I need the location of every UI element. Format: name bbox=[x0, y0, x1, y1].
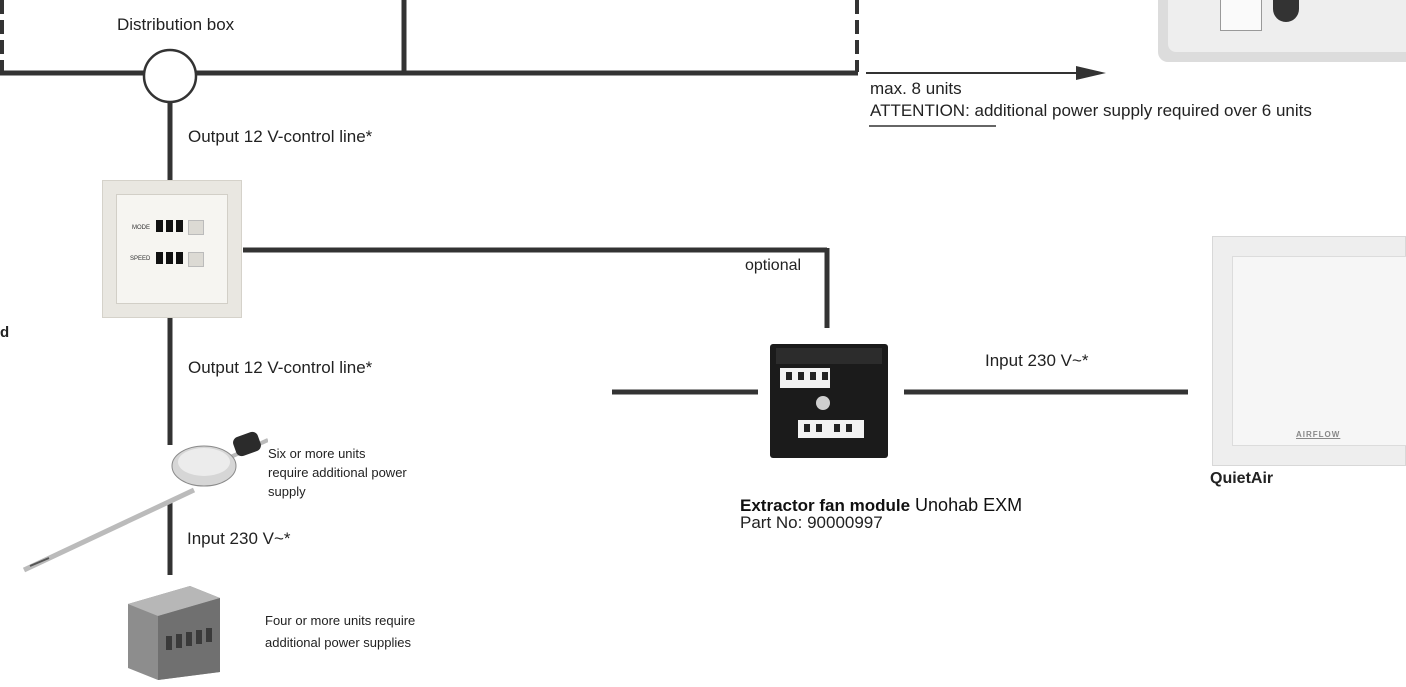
quietair-label: QuietAir bbox=[1210, 470, 1273, 488]
output-bottom-label: Output 12 V-control line* bbox=[188, 358, 372, 378]
distribution-box-circle bbox=[144, 50, 196, 102]
fan-unit-image-top bbox=[1158, 0, 1406, 62]
extractor-module-image bbox=[758, 328, 904, 466]
module-name: Unohab EXM bbox=[910, 495, 1022, 515]
units-arrow-head bbox=[1076, 66, 1106, 80]
attention-text: additional power supply required over 6 … bbox=[970, 101, 1312, 120]
distribution-box-label: Distribution box bbox=[117, 15, 234, 35]
four-units-line-2: additional power supplies bbox=[265, 632, 415, 654]
optional-label: optional bbox=[745, 257, 801, 275]
power-supply-image bbox=[120, 576, 230, 680]
six-units-line-3: supply bbox=[268, 482, 407, 501]
module-caption: Extractor fan module Unohab EXM bbox=[740, 497, 1022, 514]
four-units-line-1: Four or more units require bbox=[265, 610, 415, 632]
six-units-line-1: Six or more units bbox=[268, 444, 407, 463]
speed-button bbox=[188, 252, 204, 267]
six-units-line-2: require additional power bbox=[268, 463, 407, 482]
output-top-label: Output 12 V-control line* bbox=[188, 127, 372, 147]
attention-label: ATTENTION: additional power supply requi… bbox=[870, 101, 1312, 121]
six-units-note: Six or more units require additional pow… bbox=[268, 444, 407, 501]
part-number: Part No: 90000997 bbox=[740, 514, 883, 531]
input-right-label: Input 230 V~* bbox=[985, 351, 1089, 371]
cut-letter: d bbox=[0, 324, 9, 341]
speed-indicators bbox=[156, 252, 184, 264]
four-units-note: Four or more units require additional po… bbox=[265, 610, 415, 654]
speed-label: SPEED bbox=[130, 256, 150, 262]
airflow-brand: AIRFLOW bbox=[1296, 430, 1340, 439]
control-panel-image: MODE SPEED bbox=[102, 180, 242, 318]
max-units-label: max. 8 units bbox=[870, 79, 962, 99]
mode-label: MODE bbox=[132, 225, 150, 231]
mode-indicators bbox=[156, 220, 184, 232]
mode-button bbox=[188, 220, 204, 235]
attention-prefix: ATTENTION: bbox=[870, 101, 970, 120]
quietair-fan-image: AIRFLOW bbox=[1212, 236, 1406, 466]
dial-icon bbox=[816, 396, 830, 410]
bracket-icon bbox=[1220, 0, 1262, 31]
power-cable-image bbox=[14, 420, 268, 580]
